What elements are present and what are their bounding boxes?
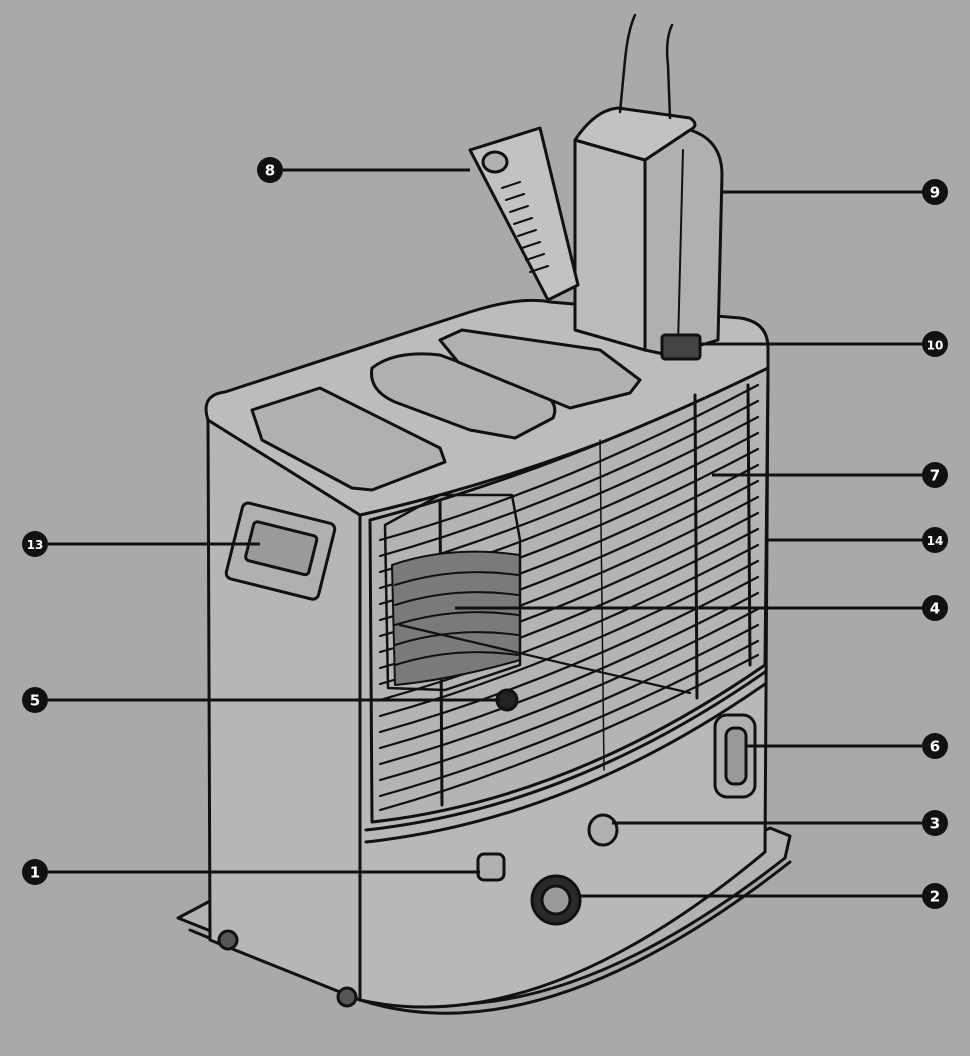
grille-rod-edge (746, 383, 752, 667)
fuel-tank-edge (677, 149, 684, 346)
callout-13: 13 (22, 531, 48, 557)
burner-frame (383, 493, 522, 692)
tank-cap (660, 333, 702, 361)
burner-element-lines (394, 571, 519, 666)
front-handle-inner (724, 726, 748, 786)
top-panel-left (250, 386, 447, 492)
control-knob-inner (540, 884, 572, 916)
callout-label-4: 4 (930, 600, 940, 618)
burner-element (391, 550, 521, 686)
callout-label-2: 2 (930, 888, 940, 906)
support-rod (398, 623, 692, 695)
left-side-panel (206, 418, 362, 1002)
callout-8: 8 (257, 157, 283, 183)
callout-label-13: 13 (27, 538, 44, 552)
grille-rod-right (693, 393, 699, 700)
grille-frame (368, 366, 770, 824)
callout-2: 2 (922, 883, 948, 909)
callout-label-14: 14 (927, 534, 944, 548)
callout-9: 9 (922, 179, 948, 205)
callout-4: 4 (922, 595, 948, 621)
callout-label-3: 3 (930, 815, 940, 833)
callout-label-5: 5 (30, 692, 40, 710)
top-panel-middle (369, 352, 557, 440)
grille-rod-middle (599, 439, 605, 771)
callout-label-6: 6 (930, 738, 940, 756)
tank-cover-vents (501, 181, 549, 273)
tank-cover-hole (481, 150, 509, 174)
caster-right (336, 986, 358, 1008)
callout-label-1: 1 (30, 864, 40, 882)
callout-3: 3 (922, 810, 948, 836)
base-plate-rim (188, 860, 792, 1015)
tank-carry-handle-2 (665, 23, 674, 120)
caster-left (217, 929, 239, 951)
callout-14: 14 (922, 527, 948, 553)
tank-carry-handle (618, 13, 637, 114)
power-button (476, 852, 506, 882)
fuel-tank-top (573, 106, 697, 162)
side-handle-inner (244, 520, 319, 577)
callout-label-9: 9 (930, 184, 940, 202)
grille-bottom-band (364, 670, 767, 832)
callout-label-7: 7 (930, 467, 940, 485)
grille-bottom-band-2 (364, 682, 767, 844)
fuel-gauge-window (587, 813, 619, 847)
fuel-tank-front (573, 138, 647, 352)
callout-label-8: 8 (265, 162, 275, 180)
callout-1: 1 (22, 859, 48, 885)
callout-10: 10 (922, 331, 948, 357)
callout-label-10: 10 (927, 339, 944, 353)
callout-7: 7 (922, 462, 948, 488)
top-panel-right (438, 328, 642, 410)
callout-6: 6 (922, 733, 948, 759)
callout-5: 5 (22, 687, 48, 713)
